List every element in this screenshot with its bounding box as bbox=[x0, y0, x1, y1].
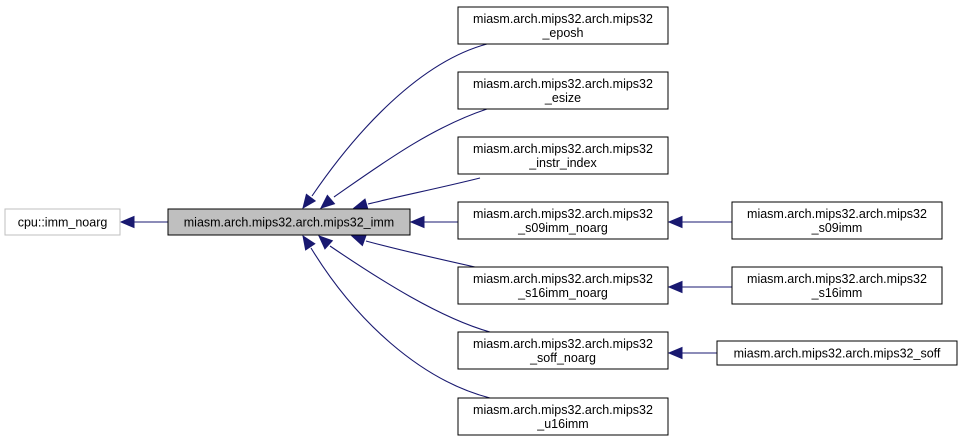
class-node-s09imm_noarg[interactable]: miasm.arch.mips32.arch.mips32_s09imm_noa… bbox=[457, 201, 669, 240]
class-node-box bbox=[457, 331, 669, 370]
edge-line bbox=[333, 108, 488, 198]
class-node-box bbox=[716, 340, 958, 366]
class-node-instr_index[interactable]: miasm.arch.mips32.arch.mips32_instr_inde… bbox=[457, 136, 669, 175]
edge-soff-to-soff_noarg bbox=[667, 346, 717, 360]
class-node-label: miasm.arch.mips32.arch.mips32 bbox=[473, 207, 653, 221]
class-node-s16imm[interactable]: miasm.arch.mips32.arch.mips32_s16imm bbox=[731, 266, 943, 305]
class-node-box bbox=[457, 266, 669, 305]
class-node-box bbox=[457, 71, 669, 110]
edge-arrowhead bbox=[667, 215, 683, 229]
edge-arrowhead bbox=[320, 194, 336, 209]
edge-soff_noarg-to-mips32_imm bbox=[318, 235, 491, 333]
edge-arrowhead bbox=[302, 234, 316, 251]
class-node-label: _soff_noarg bbox=[529, 351, 596, 365]
class-node-label: miasm.arch.mips32.arch.mips32 bbox=[473, 337, 653, 351]
edge-arrowhead bbox=[350, 234, 367, 247]
edge-s16imm-to-s16imm_noarg bbox=[667, 280, 732, 294]
edge-arrowhead bbox=[352, 198, 369, 211]
class-node-eposh[interactable]: miasm.arch.mips32.arch.mips32_eposh bbox=[457, 6, 669, 45]
class-node-box bbox=[457, 397, 669, 436]
edge-esize-to-mips32_imm bbox=[320, 108, 488, 209]
class-node-label: miasm.arch.mips32.arch.mips32 bbox=[473, 12, 653, 26]
class-node-label: miasm.arch.mips32.arch.mips32_imm bbox=[184, 216, 394, 230]
class-node-box bbox=[457, 201, 669, 240]
edge-s16imm_noarg-to-mips32_imm bbox=[350, 234, 476, 268]
class-node-mips32_imm[interactable]: miasm.arch.mips32.arch.mips32_imm bbox=[167, 208, 411, 236]
class-node-box bbox=[457, 6, 669, 45]
class-node-soff[interactable]: miasm.arch.mips32.arch.mips32_soff bbox=[716, 340, 958, 366]
edge-arrowhead bbox=[119, 215, 135, 229]
class-node-label: _s09imm bbox=[811, 221, 863, 235]
edges-layer bbox=[119, 43, 732, 399]
class-node-label: miasm.arch.mips32.arch.mips32 bbox=[473, 403, 653, 417]
class-node-box bbox=[4, 208, 121, 236]
edge-mips32_imm-to-imm_noarg bbox=[119, 215, 168, 229]
class-node-box bbox=[731, 201, 943, 240]
class-node-imm_noarg[interactable]: cpu::imm_noarg bbox=[4, 208, 121, 236]
edge-line bbox=[365, 240, 476, 268]
class-node-label: _u16imm bbox=[536, 417, 588, 431]
class-node-label: miasm.arch.mips32.arch.mips32 bbox=[473, 77, 653, 91]
class-node-label: miasm.arch.mips32.arch.mips32_soff bbox=[734, 347, 941, 361]
edge-u16imm-to-mips32_imm bbox=[302, 234, 491, 399]
class-node-label: cpu::imm_noarg bbox=[18, 216, 108, 230]
class-node-label: miasm.arch.mips32.arch.mips32 bbox=[473, 142, 653, 156]
class-node-label: miasm.arch.mips32.arch.mips32 bbox=[747, 272, 927, 286]
edge-line bbox=[367, 177, 481, 205]
class-node-label: miasm.arch.mips32.arch.mips32 bbox=[747, 207, 927, 221]
edge-s09imm_noarg-to-mips32_imm bbox=[409, 215, 458, 229]
class-node-label: _esize bbox=[544, 91, 581, 105]
edge-eposh-to-mips32_imm bbox=[302, 43, 488, 210]
class-node-label: _s16imm bbox=[811, 286, 863, 300]
edge-line bbox=[311, 43, 488, 197]
class-node-box bbox=[731, 266, 943, 305]
edge-arrowhead bbox=[409, 215, 425, 229]
class-node-s09imm[interactable]: miasm.arch.mips32.arch.mips32_s09imm bbox=[731, 201, 943, 240]
edge-arrowhead bbox=[318, 235, 334, 250]
class-node-s16imm_noarg[interactable]: miasm.arch.mips32.arch.mips32_s16imm_noa… bbox=[457, 266, 669, 305]
edge-arrowhead bbox=[667, 346, 683, 360]
edge-line bbox=[310, 247, 491, 399]
class-node-soff_noarg[interactable]: miasm.arch.mips32.arch.mips32_soff_noarg bbox=[457, 331, 669, 370]
class-node-label: _eposh bbox=[541, 26, 583, 40]
edge-arrowhead bbox=[667, 280, 683, 294]
class-node-box bbox=[457, 136, 669, 175]
class-node-esize[interactable]: miasm.arch.mips32.arch.mips32_esize bbox=[457, 71, 669, 110]
edge-line bbox=[329, 245, 491, 333]
class-node-label: _instr_index bbox=[528, 156, 597, 170]
class-node-label: _s16imm_noarg bbox=[517, 286, 608, 300]
edge-arrowhead bbox=[302, 193, 317, 210]
class-node-u16imm[interactable]: miasm.arch.mips32.arch.mips32_u16imm bbox=[457, 397, 669, 436]
class-node-label: miasm.arch.mips32.arch.mips32 bbox=[473, 272, 653, 286]
edge-s09imm-to-s09imm_noarg bbox=[667, 215, 732, 229]
class-node-label: _s09imm_noarg bbox=[517, 221, 608, 235]
class-node-box bbox=[167, 208, 411, 236]
